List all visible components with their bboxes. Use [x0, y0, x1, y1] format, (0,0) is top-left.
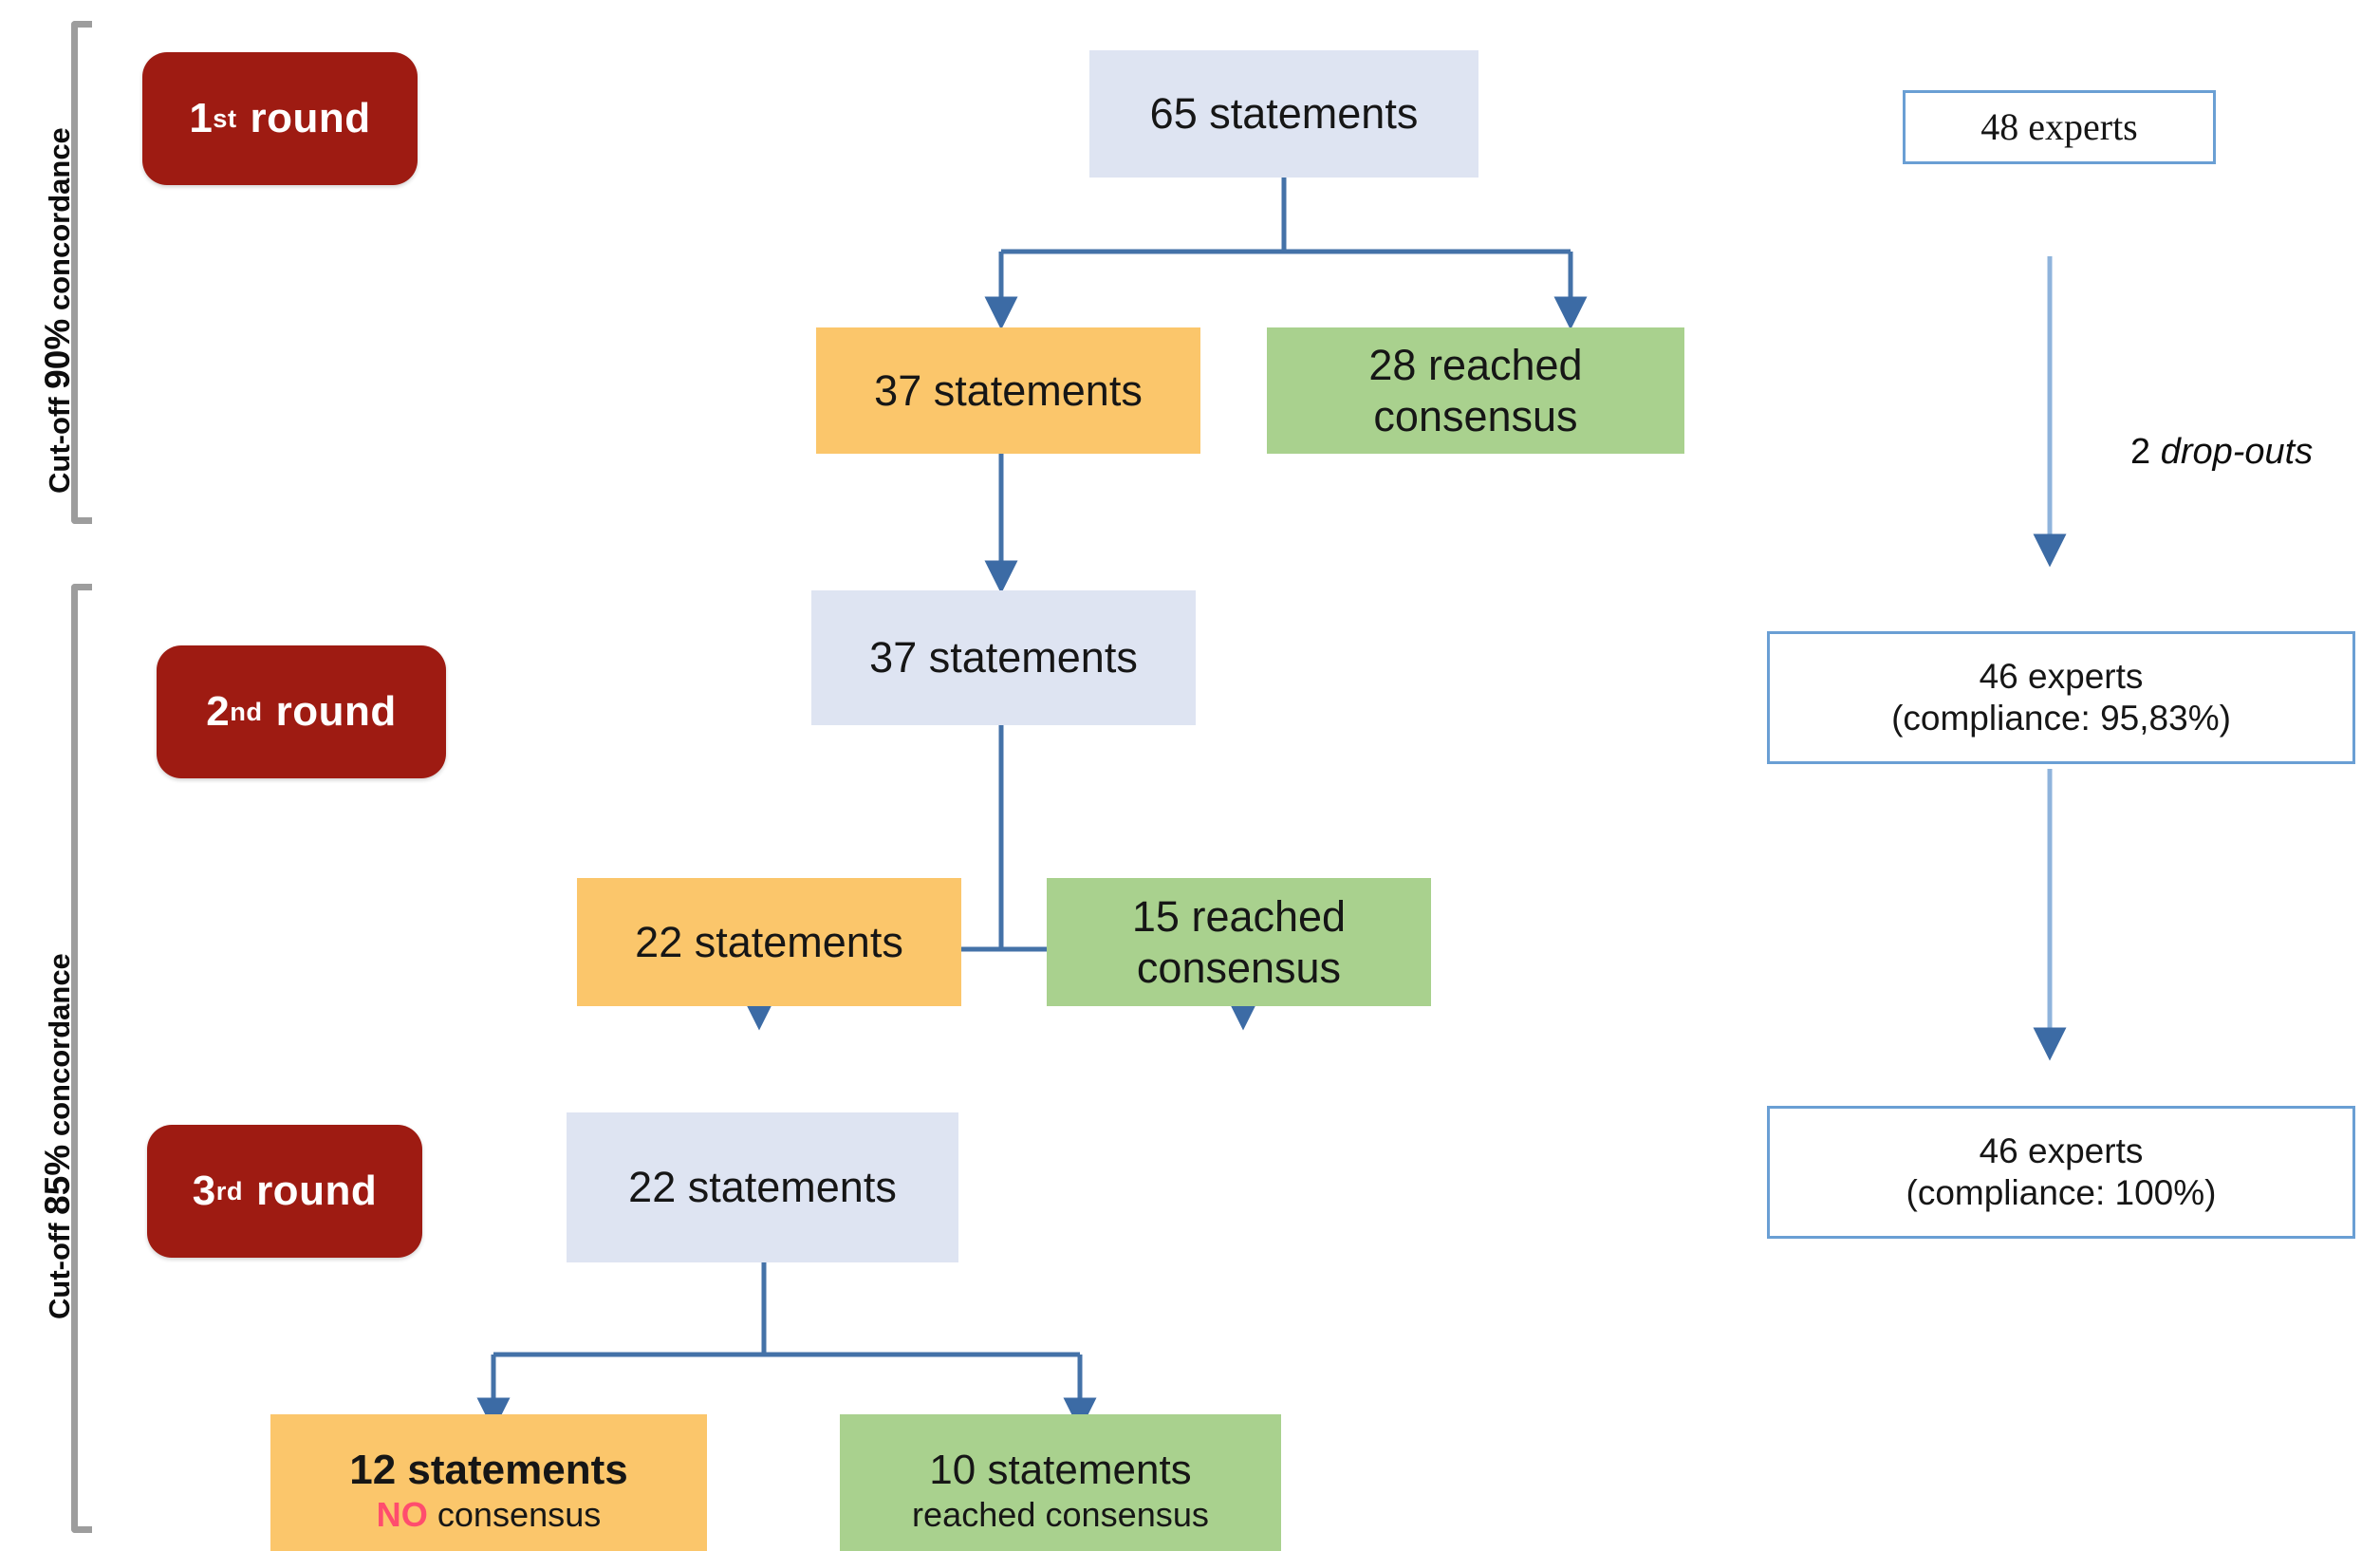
- box-28-line1: 28 reached: [1368, 341, 1583, 390]
- box-22-statements-pending-label: 22 statements: [635, 917, 903, 966]
- box-48-experts-label: 48 experts: [1980, 105, 2138, 149]
- dropouts-count: 2: [2130, 432, 2161, 472]
- box-46-round2-line1: 46 experts: [1979, 657, 2144, 697]
- box-15-line2: consensus: [1136, 943, 1342, 992]
- cutoff-90-value: 90%: [38, 318, 77, 389]
- cutoff-90-prefix: Cut-off: [43, 388, 76, 494]
- box-10-line2: reached consensus: [912, 1494, 1209, 1534]
- box-12-no-word: NO: [376, 1494, 428, 1534]
- bracket-round23: [71, 584, 92, 1533]
- box-12-line1: 12 statements: [349, 1446, 628, 1493]
- box-28-reached-consensus[interactable]: 28 reached consensus: [1267, 327, 1684, 454]
- dropouts-label: 2 drop-outs: [2130, 432, 2313, 473]
- round-2-number: 2: [206, 688, 231, 735]
- box-37-statements-round2-label: 37 statements: [869, 633, 1138, 682]
- box-46-round3-line1: 46 experts: [1979, 1131, 2144, 1171]
- box-12-line2: NO consensus: [349, 1495, 627, 1536]
- round-3-number: 3: [192, 1168, 216, 1214]
- box-15-line1: 15 reached: [1131, 892, 1347, 942]
- box-22-statements-pending[interactable]: 22 statements: [577, 878, 961, 1006]
- box-10-line1: 10 statements: [929, 1446, 1192, 1493]
- cutoff-85-prefix: Cut-off: [43, 1214, 76, 1319]
- cutoff-label-85: Cut-off 85% concordance: [38, 953, 78, 1319]
- box-22-statements-round3[interactable]: 22 statements: [567, 1112, 958, 1262]
- box-65-statements-label: 65 statements: [1149, 89, 1419, 139]
- box-37-statements-round2[interactable]: 37 statements: [811, 590, 1196, 725]
- round-3-word: round: [256, 1168, 378, 1214]
- box-46-experts-round3[interactable]: 46 experts (compliance: 100%): [1767, 1106, 2355, 1239]
- box-12-no-consensus[interactable]: 12 statements NO consensus: [270, 1414, 707, 1551]
- cutoff-85-suffix: concordance: [43, 953, 76, 1145]
- box-65-statements[interactable]: 65 statements: [1089, 50, 1478, 178]
- box-37-statements-pending-label: 37 statements: [874, 365, 1143, 415]
- box-15-reached-consensus[interactable]: 15 reached consensus: [1047, 878, 1431, 1006]
- box-10-reached-consensus[interactable]: 10 statements reached consensus: [840, 1414, 1281, 1551]
- box-46-round2-line2: (compliance: 95,83%): [1891, 699, 2231, 738]
- cutoff-90-suffix: concordance: [43, 127, 76, 319]
- cutoff-label-90: Cut-off 90% concordance: [38, 127, 78, 494]
- round-1-number: 1: [189, 95, 214, 141]
- box-46-experts-round2[interactable]: 46 experts (compliance: 95,83%): [1767, 631, 2355, 764]
- round-1-word: round: [250, 95, 371, 141]
- box-46-round3-line2: (compliance: 100%): [1906, 1173, 2217, 1212]
- dropouts-word: drop-outs: [2160, 432, 2314, 472]
- box-48-experts[interactable]: 48 experts: [1903, 90, 2216, 164]
- bracket-round1: [71, 21, 92, 524]
- box-28-line2: consensus: [1373, 391, 1578, 440]
- cutoff-85-value: 85%: [38, 1144, 77, 1215]
- box-37-statements-pending[interactable]: 37 statements: [816, 327, 1200, 454]
- box-22-statements-round3-label: 22 statements: [628, 1163, 897, 1212]
- round-2-word: round: [275, 688, 397, 735]
- box-12-consensus-word: consensus: [427, 1494, 602, 1534]
